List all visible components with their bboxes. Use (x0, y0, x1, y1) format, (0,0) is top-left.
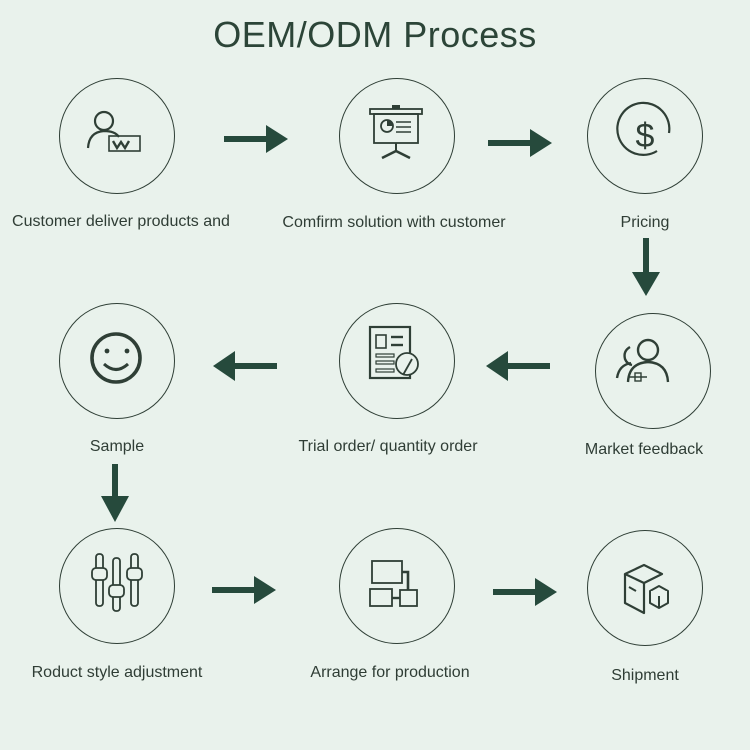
step-circle (59, 303, 175, 419)
step-circle (339, 78, 455, 194)
flowchart-icon (369, 560, 418, 607)
step-sample (59, 303, 175, 419)
person-chart-icon (86, 110, 141, 152)
step-market-feedback (595, 313, 711, 429)
step-confirm-solution (339, 78, 455, 194)
step-customer-deliver (59, 78, 175, 194)
step-label: Customer deliver products and (12, 213, 230, 230)
step-circle (59, 78, 175, 194)
arrow-right-icon (212, 576, 276, 604)
step-label: Pricing (620, 214, 670, 231)
arrow-right-icon (488, 129, 552, 157)
arrow-right-icon (224, 125, 288, 153)
boxes-icon (623, 563, 669, 615)
step-style-adjustment (59, 528, 175, 644)
step-label: Arrange for production (310, 664, 470, 681)
svg-text:$: $ (636, 117, 655, 155)
presentation-board-icon (369, 105, 423, 160)
step-circle (587, 78, 703, 194)
users-icon (615, 338, 670, 383)
step-label: Roduct style adjustment (31, 664, 203, 681)
step-label: Trial order/ quantity order (298, 438, 478, 455)
dollar-icon: $ (616, 101, 671, 156)
sliders-icon (91, 553, 143, 612)
arrow-down-icon (101, 464, 129, 522)
arrow-left-icon (486, 351, 550, 381)
step-circle (339, 303, 455, 419)
arrow-left-icon (213, 351, 277, 381)
step-circle (587, 530, 703, 646)
arrow-right-icon (493, 578, 557, 606)
step-shipment (587, 530, 703, 646)
smiley-icon (90, 332, 142, 384)
step-label: Shipment (611, 667, 679, 684)
step-circle (59, 528, 175, 644)
document-edit-icon (368, 325, 419, 380)
step-circle (339, 528, 455, 644)
arrow-down-icon (632, 238, 660, 296)
step-pricing: $ (587, 78, 703, 194)
step-label: Comfirm solution with customer (282, 214, 506, 231)
step-trial-order (339, 303, 455, 419)
page-title: OEM/ODM Process (213, 14, 537, 55)
step-arrange-production (339, 528, 455, 644)
step-circle (595, 313, 711, 429)
step-label: Market feedback (584, 441, 704, 458)
step-label: Sample (89, 438, 145, 455)
